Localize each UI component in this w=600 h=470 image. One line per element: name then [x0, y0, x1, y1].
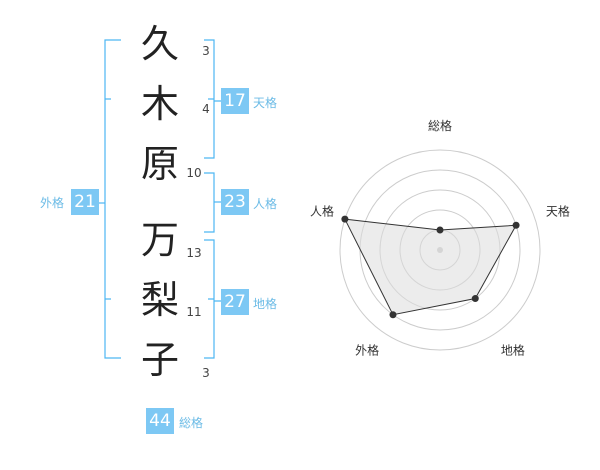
gaikaku-bracket [104, 39, 121, 359]
given-char-3: 子 [140, 338, 179, 382]
surname-char-2: 木 [140, 82, 179, 126]
jinkaku-bracket [204, 172, 215, 233]
radar-axis-label: 天格 [546, 204, 570, 219]
radar-ring [339, 149, 541, 351]
surname-char-1: 久 [140, 22, 179, 66]
given-char-2: 梨 [140, 278, 179, 322]
soukaku-label: 総格 [179, 416, 204, 430]
gaikaku-bracket-ticks [105, 98, 111, 300]
tenkaku-label: 天格 [253, 96, 278, 110]
radar-polygon [344, 218, 517, 316]
surname-char-3: 原 [140, 142, 179, 186]
radar-point [512, 221, 520, 229]
tenkaku-bracket-ticks [208, 98, 221, 102]
jinkaku-badge: 23 [221, 189, 249, 215]
tenkaku-badge: 17 [221, 88, 249, 114]
jinkaku-label: 人格 [253, 197, 278, 211]
radar-point [341, 215, 349, 223]
soukaku-badge: 44 [146, 408, 174, 434]
radar-point [436, 226, 444, 234]
given-char-1: 万 [140, 218, 179, 262]
stroke-count: 3 [202, 366, 210, 380]
chikaku-badge: 27 [221, 289, 249, 315]
stroke-count: 13 [186, 246, 202, 260]
stroke-count: 3 [202, 44, 210, 58]
gaikaku-label: 外格 [40, 196, 65, 210]
gaikaku-badge: 21 [71, 189, 99, 215]
radar-axis-label: 外格 [355, 342, 379, 357]
chikaku-label: 地格 [253, 297, 278, 311]
stroke-count: 10 [186, 166, 202, 180]
radar-axis-label: 地格 [501, 342, 525, 357]
stroke-count: 11 [186, 305, 202, 319]
radar-axis-label: 総格 [428, 118, 452, 133]
radar-point [389, 311, 397, 319]
radar-axis-label: 人格 [310, 204, 334, 219]
radar-point [471, 295, 479, 303]
chikaku-bracket-ticks [208, 298, 221, 302]
stroke-count: 4 [202, 102, 210, 116]
